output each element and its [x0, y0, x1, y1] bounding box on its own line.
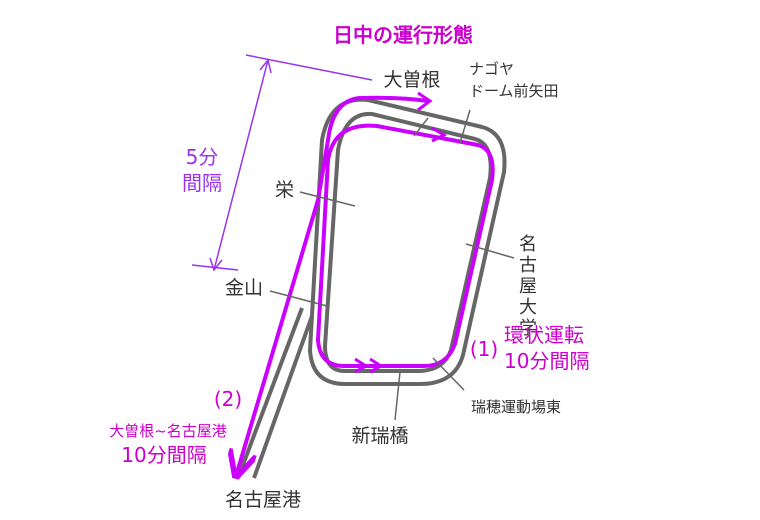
route-ozone-nagoyako	[236, 95, 429, 476]
travel-time-line1: 5分	[186, 145, 219, 169]
loop-service-line2: 10分間隔	[504, 349, 589, 373]
station-nagoya-daigaku-3: 屋	[519, 276, 537, 297]
station-nagoya-dome-line1: ナゴヤ	[469, 60, 514, 78]
tick-nagoya-dome	[459, 109, 471, 144]
station-nagoya-daigaku-1: 名	[519, 234, 537, 255]
station-sakae: 栄	[275, 179, 294, 201]
tick-sakae	[299, 191, 356, 207]
route-loop	[315, 123, 495, 368]
branch-service-line1: 大曽根~名古屋港	[109, 422, 227, 440]
station-nagoya-daigaku-5: 学	[519, 318, 537, 339]
tick-nagoya-daigaku	[465, 243, 515, 259]
loop-service-label: (1)	[470, 337, 498, 361]
interval-bracket-span	[213, 59, 269, 271]
track-branch-right	[252, 315, 314, 479]
branch-service-label: (2)	[214, 387, 242, 411]
station-nagoya-dome-line2: ドーム前矢田	[469, 82, 559, 100]
station-ozone: 大曽根	[383, 69, 440, 91]
track-loop-outer	[307, 97, 507, 386]
tick-ozone	[413, 117, 429, 137]
route-loop-arrow-top	[431, 126, 448, 143]
travel-time-line2: 間隔	[182, 171, 222, 195]
track-branch-left	[236, 307, 304, 479]
tick-mizuho	[432, 357, 465, 391]
station-kanayama: 金山	[225, 277, 263, 299]
station-mizuho-undojo-higashi: 瑞穂運動場東	[471, 398, 561, 416]
branch-service-line2: 10分間隔	[121, 443, 206, 467]
route-arrow-ozone	[417, 91, 433, 112]
diagram-title: 日中の運行形態	[333, 23, 473, 47]
interval-bracket-arrow-top	[259, 58, 272, 74]
tick-kanayama	[269, 290, 328, 307]
interval-bracket-top	[245, 54, 373, 81]
station-nagoyako: 名古屋港	[225, 489, 301, 511]
station-shinmizuhashi: 新瑞橋	[351, 425, 408, 447]
station-nagoya-daigaku-2: 古	[519, 255, 537, 276]
interval-bracket-arrow-bottom	[209, 257, 223, 272]
track-loop-inner	[322, 111, 493, 373]
route-loop-arrow-bottom	[354, 357, 369, 374]
loop-service-line1: 環状運転	[504, 323, 584, 347]
station-nagoya-daigaku-4: 大	[519, 297, 537, 318]
tick-shinmizuhashi	[394, 371, 401, 421]
route-loop-arrow-bottom2	[369, 357, 384, 374]
